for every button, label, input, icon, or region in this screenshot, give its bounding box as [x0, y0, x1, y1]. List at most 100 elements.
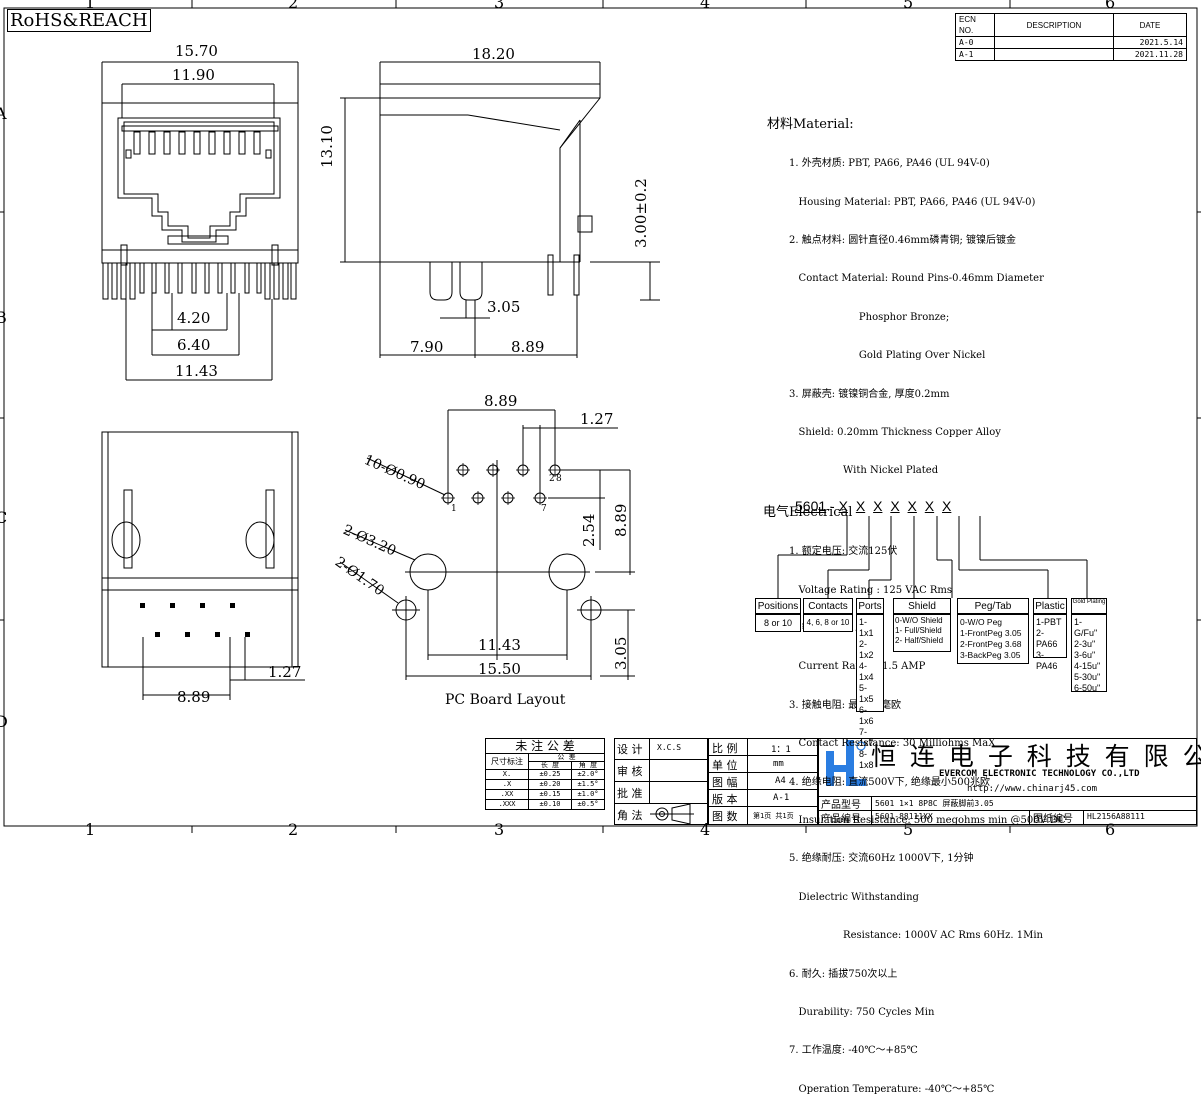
divider [1083, 810, 1084, 824]
sheets-value: 第1页 共1页 [753, 812, 794, 820]
divider [819, 796, 1196, 797]
material-line: Phosphor Bronze; [789, 311, 950, 323]
electrical-line: 7. 工作温度: -40℃～+85℃ [789, 1045, 918, 1057]
tol-size: .XXX [485, 799, 529, 810]
field-positions-title: Positions [755, 598, 801, 614]
part-code-slot: X [907, 498, 917, 514]
grid-col-2-bottom: 2 [288, 820, 299, 839]
drawing-no-label: 图纸编号 [1033, 814, 1073, 825]
field-value: 1-G/Fu" [1074, 617, 1098, 638]
divider [1029, 810, 1030, 824]
field-value: 4, 6, 8 or 10 [806, 618, 850, 627]
drawing-no-value: HL2156A88111 [1087, 812, 1145, 821]
divider [709, 806, 817, 807]
field-value: 5-30u" [1074, 672, 1101, 682]
field-value: 2-PA66 [1036, 628, 1058, 649]
field-value: 2-1x2 [859, 639, 874, 660]
front-view [101, 61, 299, 381]
part-code-separator: - [830, 498, 835, 514]
field-contacts-values: 4, 6, 8 or 10 [803, 614, 853, 632]
version-label: 版 本 [712, 793, 738, 806]
grid-row-c: C [0, 508, 8, 527]
divider [819, 810, 1196, 811]
drawing-canvas [0, 0, 1201, 833]
divider [615, 781, 707, 782]
code-label: 产品编号 [821, 814, 861, 825]
dim-bottom-8-89: 8.89 [177, 688, 211, 706]
dim-layout-3-05: 3.05 [612, 636, 630, 670]
part-code: 5601 - X X X X X X X [795, 498, 951, 514]
dim-pin-11-43: 11.43 [175, 362, 218, 380]
divider [871, 796, 872, 824]
dim-7-90: 7.90 [410, 338, 444, 356]
divider [747, 739, 748, 824]
grid-col-5-bottom: 5 [903, 820, 914, 839]
field-value: 1- Full/Shield [895, 626, 942, 635]
field-value: 4-15u" [1074, 661, 1101, 671]
tolerance-header: 公 差 [528, 753, 605, 762]
tol-size: .X [485, 779, 529, 790]
field-value: 2- Half/Shield [895, 636, 944, 645]
electrical-line: 6. 耐久: 插拔750次以上 [789, 968, 898, 980]
tol-length: ±0.20 [528, 779, 572, 790]
part-code-slot: X [855, 498, 866, 514]
tol-length: ±0.15 [528, 789, 572, 800]
grid-col-6-bottom: 6 [1105, 820, 1116, 839]
grid-col-4: 4 [700, 0, 711, 12]
electrical-title: 电气Electrical [763, 504, 853, 520]
model-label: 产品型号 [821, 800, 861, 811]
tol-length: ±0.10 [528, 799, 572, 810]
part-code-slot: X [838, 498, 848, 514]
electrical-line: 1. 额定电压: 交流125伏 [789, 546, 898, 558]
part-code-slot: X [890, 498, 900, 514]
pin-number-8: 8 [556, 474, 562, 484]
field-value: 0-W/O Peg [960, 617, 1003, 627]
drawing-info-block: 比 例 1：1 单 位 mm 图 幅 A4 版 本 A-1 图 数 第1页 共1… [708, 738, 818, 825]
dim-height: 13.10 [318, 125, 336, 168]
code-value: 5601-88111XX [875, 812, 933, 821]
material-line: 2. 触点材料: 圆针直径0.46mm磷青铜; 镀镍后镀金 [789, 234, 1017, 246]
field-value: 4-1x4 [859, 661, 874, 682]
field-value: 2-FrontPeg 3.68 [960, 639, 1022, 649]
grid-col-3-bottom: 3 [494, 820, 505, 839]
dim-pitch: 1.27 [268, 663, 302, 681]
electrical-line: Resistance: 1000V AC Rms 60Hz. 1Min [789, 930, 1043, 942]
material-line: Shield: 0.20mm Thickness Copper Alloy [789, 426, 1001, 438]
part-code-slot: X [942, 498, 952, 514]
company-block: 恒 连 电 子 科 技 有 限 公 司 EVERCOM ELECTRONIC T… [818, 738, 1201, 825]
scale-label: 比 例 [712, 742, 738, 755]
electrical-line: 3. 接触电阻: 最大30毫欧 [789, 699, 901, 711]
field-peg-title: Peg/Tab [957, 598, 1029, 614]
grid-row-b: B [0, 308, 7, 327]
compliance-label: RoHS&REACH [7, 9, 151, 32]
dim-layout-8-89: 8.89 [484, 392, 518, 410]
field-value: 1-FrontPeg 3.05 [960, 628, 1022, 638]
electrical-line: Insulation Resistance: 500 megohms min @… [789, 815, 1066, 827]
dim-layout-11-43: 11.43 [478, 636, 521, 654]
length-header: 长 度 [528, 761, 572, 770]
divider [709, 755, 817, 756]
material-line: 3. 屏蔽壳: 镀镍铜合金, 厚度0.2mm [789, 388, 950, 400]
version-value: A-1 [773, 793, 790, 803]
field-shield-values: 0-W/O Shield 1- Full/Shield 2- Half/Shie… [893, 614, 951, 652]
tol-size: .XX [485, 789, 529, 800]
tol-angle: ±0.5° [571, 799, 605, 810]
field-value: 2-3u" [1074, 639, 1096, 649]
tol-angle: ±1.0° [571, 789, 605, 800]
angle-header: 角 度 [571, 761, 605, 770]
material-line: Gold Plating Over Nickel [789, 350, 986, 362]
field-value: 3-BackPeg 3.05 [960, 650, 1021, 660]
grid-row-d: D [0, 712, 8, 731]
grid-row-a: A [0, 104, 7, 123]
field-shield-title: Shield [893, 598, 951, 614]
field-value: 1-1x1 [859, 617, 874, 638]
dim-layout-8-89-vertical: 8.89 [612, 503, 630, 537]
field-gold-title: Gold Plating [1071, 598, 1107, 614]
review-label: 审 核 [617, 765, 643, 778]
size-label: 尺寸标注 [485, 753, 529, 770]
model-value: 5601 1×1 8P8C 屏蔽脚前3.05 [875, 799, 994, 808]
dim-layout-1-27: 1.27 [580, 410, 614, 428]
company-name-en: EVERCOM ELECTRONIC TECHNOLOGY CO.,LTD [939, 769, 1140, 779]
pcb-layout [339, 409, 635, 680]
grid-col-4-bottom: 4 [700, 820, 711, 839]
